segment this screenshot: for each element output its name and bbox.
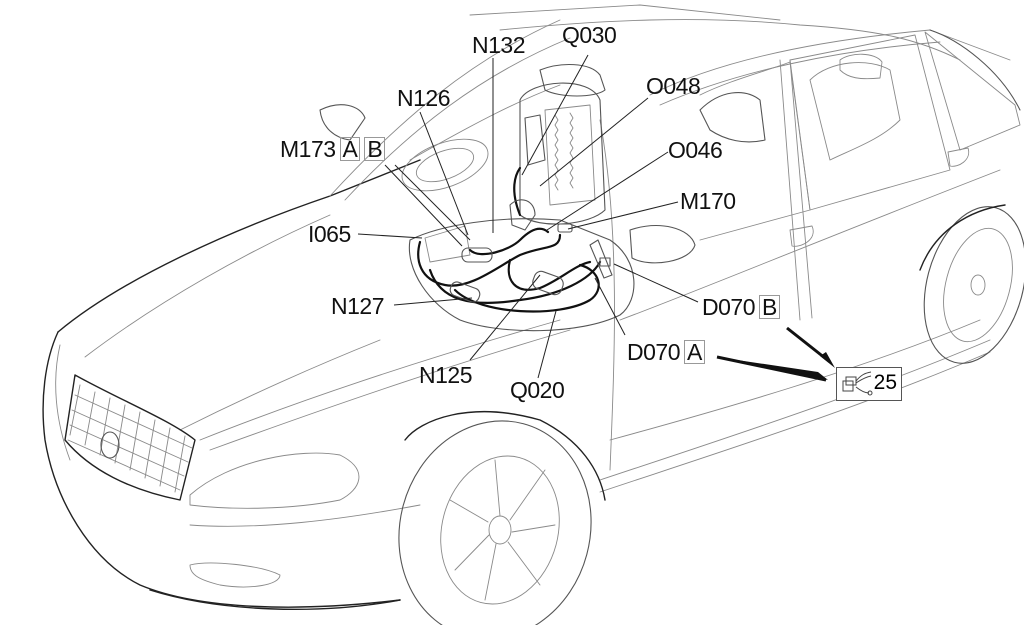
label-o048: O048: [646, 73, 701, 99]
label-q030: Q030: [562, 22, 617, 48]
variant-b-badge: B: [758, 295, 780, 319]
label-i065: I065: [308, 221, 351, 247]
car-body: [42, 4, 1024, 625]
label-o046: O046: [668, 137, 723, 163]
label-n125: N125: [419, 362, 472, 388]
variant-a-badge: A: [339, 137, 361, 161]
reference-number: 25: [873, 371, 897, 394]
label-q020: Q020: [510, 377, 565, 403]
variant-a-badge: A: [683, 340, 705, 364]
label-n127: N127: [331, 293, 384, 319]
reference-box[interactable]: 25: [836, 367, 902, 401]
label-n132: N132: [472, 32, 525, 58]
label-m173-text: M173: [280, 136, 336, 162]
arrow-d070b: [820, 352, 835, 368]
leader-lines: [357, 54, 835, 382]
wiring-harness: [408, 166, 635, 332]
label-m170: M170: [680, 188, 736, 214]
label-d070-b-text: D070: [702, 294, 755, 320]
label-n126: N126: [397, 85, 450, 111]
connector-icon: [842, 371, 873, 396]
variant-b-badge: B: [364, 137, 386, 161]
label-d070-a-text: D070: [627, 339, 680, 365]
